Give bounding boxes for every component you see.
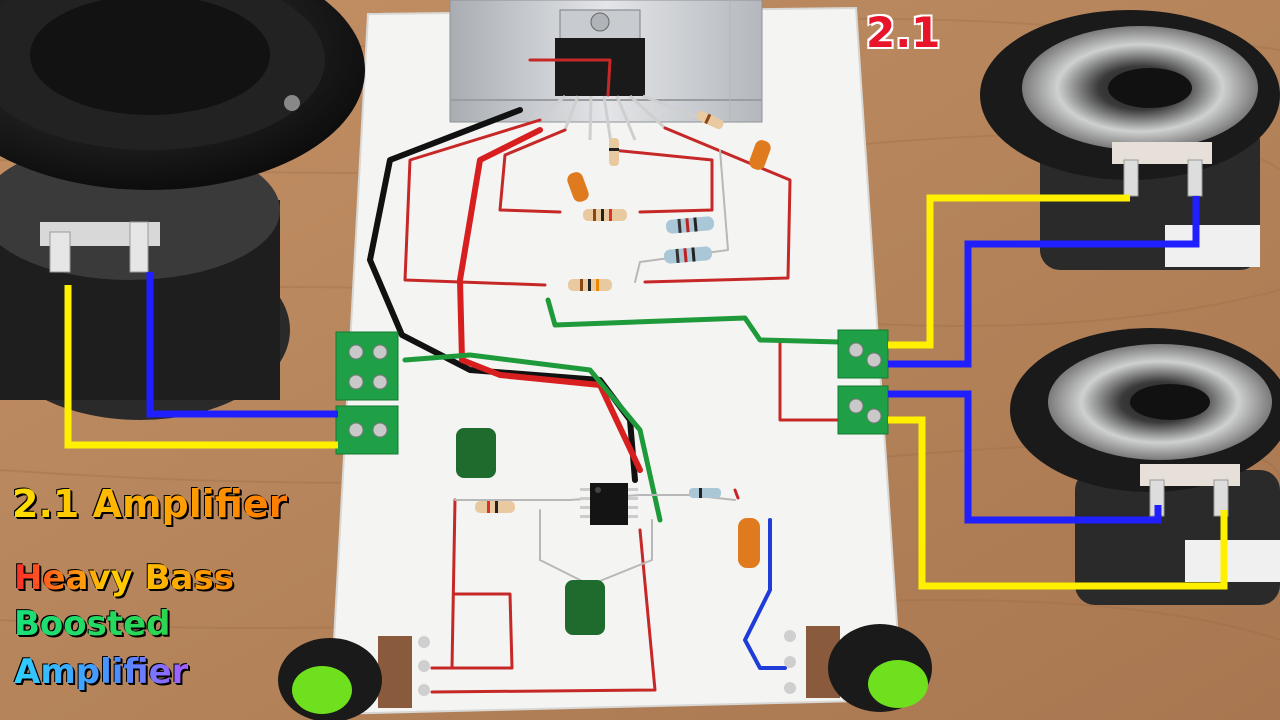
dip-8-op-amp (580, 483, 638, 525)
right-potentiometer (784, 624, 932, 712)
green-signal-wire (545, 297, 843, 345)
board-wiring (367, 58, 843, 694)
subwoofer-speaker (0, 0, 365, 420)
sub-yellow-wire (64, 285, 338, 449)
title-2-1-amplifier: 2.1 Amplifier (12, 482, 288, 526)
right-speaker-bottom (1010, 328, 1280, 605)
resistors (475, 110, 724, 513)
left-potentiometer (278, 636, 430, 720)
tagline-boosted: Boosted (14, 604, 171, 644)
top-blue-wire (888, 196, 1200, 368)
right-speaker-top (980, 10, 1280, 270)
right-terminal-block (837, 329, 889, 435)
bottom-blue-wire (888, 390, 1162, 524)
tagline-heavy-bass: Heavy Bass (14, 558, 234, 598)
left-terminal-block (335, 331, 399, 455)
tagline-amplifier: Amplifier (14, 652, 189, 692)
speaker-wires (64, 194, 1228, 590)
sub-blue-wire (146, 272, 338, 418)
capacitors (456, 140, 771, 635)
badge-2-1: 2.1 (866, 8, 941, 57)
top-yellow-wire (888, 194, 1130, 349)
bottom-yellow-wire (888, 416, 1228, 590)
